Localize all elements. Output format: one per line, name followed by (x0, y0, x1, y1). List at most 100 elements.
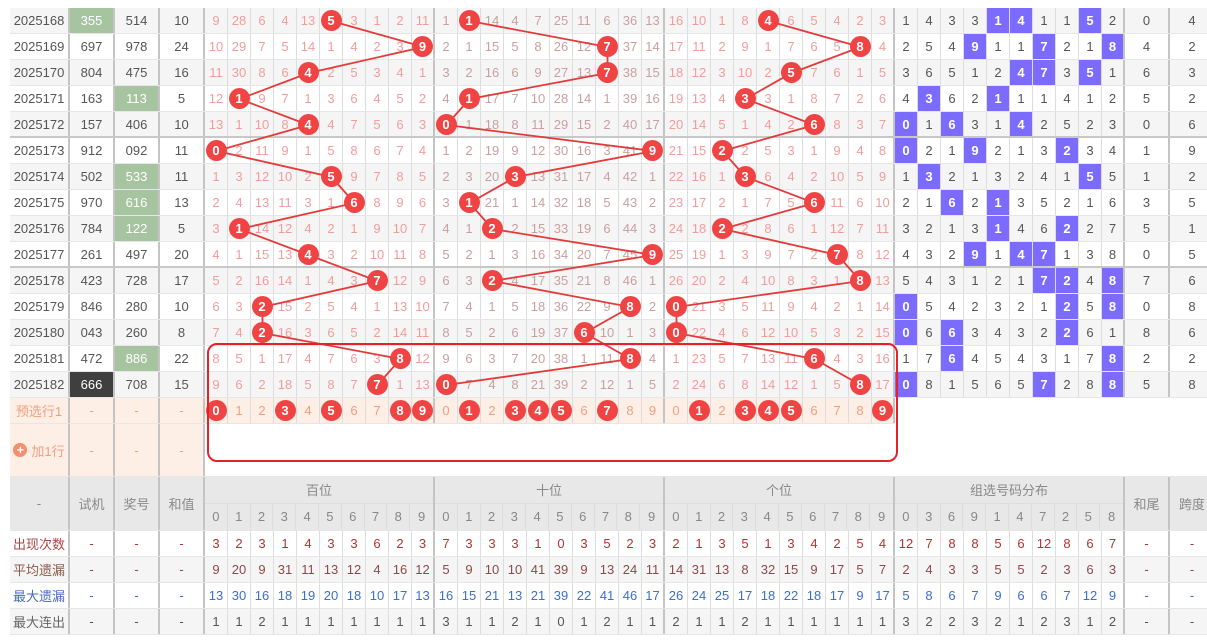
stats-value: 10 (366, 583, 389, 608)
preselect-digit-hundreds[interactable]: 0 (205, 398, 228, 423)
ones-omission-cell: 3 (780, 138, 803, 163)
span-cell: 5 (1170, 242, 1207, 266)
sum-cell: 24 (160, 34, 205, 59)
span-cell: 8 (1170, 372, 1207, 397)
tens-omission-cell: 7 (596, 34, 619, 59)
stats-value: 16 (389, 557, 412, 582)
test-number-cell: 697 (70, 34, 115, 59)
distribution-hit-cell: 2 (1056, 320, 1079, 345)
hundreds-omission-cell: 2 (228, 138, 251, 163)
preselect-digit-tens[interactable]: 6 (573, 398, 596, 423)
preselect-digit-ones[interactable]: 3 (734, 398, 757, 423)
distribution-hit-cell: 8 (1102, 34, 1125, 59)
preselect-digit-hundreds[interactable]: 8 (389, 398, 412, 423)
stats-value: 9 (573, 557, 596, 582)
preselect-digit-tens[interactable]: 0 (435, 398, 458, 423)
stats-value: 3 (1102, 557, 1125, 582)
preselect-digit-ones[interactable]: 0 (665, 398, 688, 423)
stats-value: 20 (228, 557, 251, 582)
distribution-cell: 7 (1102, 216, 1125, 241)
header-digit: 2 (711, 503, 734, 530)
tens-omission-cell: 6 (458, 346, 481, 371)
sum-tail-cell: 3 (1125, 190, 1170, 215)
tens-omission-cell: 2 (504, 216, 527, 241)
ones-omission-cell: 5 (711, 346, 734, 371)
preselect-digit-ones[interactable]: 5 (780, 398, 803, 423)
tens-omission-cell: 41 (619, 138, 642, 163)
tens-omission-cell: 11 (596, 346, 619, 371)
preselect-digit-tens[interactable]: 9 (642, 398, 665, 423)
distribution-hit-cell: 8 (1102, 372, 1125, 397)
distribution-cell: 5 (1056, 112, 1079, 136)
preselect-digit-tens[interactable]: 5 (550, 398, 573, 423)
ones-omission-cell: 6 (849, 190, 872, 215)
tens-omission-cell: 18 (527, 294, 550, 319)
ones-omission-cell: 18 (665, 60, 688, 85)
ones-omission-cell: 13 (757, 346, 780, 371)
tens-omission-cell: 5 (458, 320, 481, 345)
distribution-cell: 1 (895, 164, 918, 189)
stats-value: 2 (665, 531, 688, 556)
hundreds-omission-cell: 9 (251, 86, 274, 111)
tens-omission-cell: 9 (642, 138, 665, 163)
ones-omission-cell: 4 (711, 320, 734, 345)
preselect-digit-tens[interactable]: 7 (596, 398, 619, 423)
preselect-digit-tens[interactable]: 3 (504, 398, 527, 423)
distribution-hit-cell: 5 (1079, 60, 1102, 85)
tens-omission-cell: 2 (458, 60, 481, 85)
preselect-digit-tens[interactable]: 8 (619, 398, 642, 423)
header-digit: 4 (526, 503, 549, 530)
tens-omission-cell: 14 (573, 86, 596, 111)
preselect-digit-ones[interactable]: 9 (872, 398, 895, 423)
ones-omission-cell: 7 (826, 242, 849, 266)
preselect-digit-ones[interactable]: 4 (757, 398, 780, 423)
ones-omission-cell: 4 (826, 346, 849, 371)
distribution-hit-cell: 0 (895, 112, 918, 136)
ones-omission-cell: 8 (757, 216, 780, 241)
hundreds-omission-cell: 1 (205, 164, 228, 189)
hundreds-omission-cell: 14 (389, 320, 412, 345)
distribution-cell: 5 (987, 346, 1010, 371)
preselect-digit-hundreds[interactable]: 9 (412, 398, 435, 423)
stats-value: 1 (389, 609, 412, 634)
preselect-digit-hundreds[interactable]: 5 (320, 398, 343, 423)
preselect-digit-tens[interactable]: 4 (527, 398, 550, 423)
preselect-digit-tens[interactable]: 1 (458, 398, 481, 423)
stats-value: 1 (849, 609, 872, 634)
preselect-digit-hundreds[interactable]: 3 (274, 398, 297, 423)
stats-value: 6 (1010, 531, 1033, 556)
ones-hit-ball: 5 (780, 62, 802, 83)
add-row-button[interactable]: +加1行 (10, 424, 70, 476)
stats-value: 7 (435, 531, 458, 556)
distribution-cell: 4 (1102, 138, 1125, 163)
preselect-digit-hundreds[interactable]: 4 (297, 398, 320, 423)
preselect-digit-ones[interactable]: 1 (688, 398, 711, 423)
preselect-digit-ones[interactable]: 2 (711, 398, 734, 423)
stats-value: 3 (205, 531, 228, 556)
preselect-digit-hundreds[interactable]: 2 (251, 398, 274, 423)
preselect-digit-ones[interactable]: 8 (849, 398, 872, 423)
tens-omission-cell: 1 (596, 86, 619, 111)
stats-value: 2 (826, 531, 849, 556)
header-digit: 4 (1009, 503, 1032, 530)
preselect-digit-tens[interactable]: 2 (481, 398, 504, 423)
tens-omission-cell: 19 (481, 138, 504, 163)
hundreds-omission-cell: 5 (320, 8, 343, 33)
preselect-digit-ones[interactable]: 7 (826, 398, 849, 423)
preselect-digit-hundreds[interactable]: 1 (228, 398, 251, 423)
period-cell: 2025174 (10, 164, 70, 189)
stats-value: 2 (619, 531, 642, 556)
preselect-digit-ones[interactable]: 6 (803, 398, 826, 423)
preselect-digit-hundreds[interactable]: 7 (366, 398, 389, 423)
ones-omission-cell: 3 (757, 86, 780, 111)
period-cell: 2025170 (10, 60, 70, 85)
hundreds-omission-cell: 11 (412, 8, 435, 33)
preselect-digit-hundreds[interactable]: 6 (343, 398, 366, 423)
distribution-cell: 1 (1079, 190, 1102, 215)
span-cell: 3 (1170, 60, 1207, 85)
distribution-cell: 2 (964, 190, 987, 215)
stats-value: 30 (228, 583, 251, 608)
prize-number-cell: 122 (115, 216, 160, 241)
hundreds-omission-cell: 4 (297, 242, 320, 266)
